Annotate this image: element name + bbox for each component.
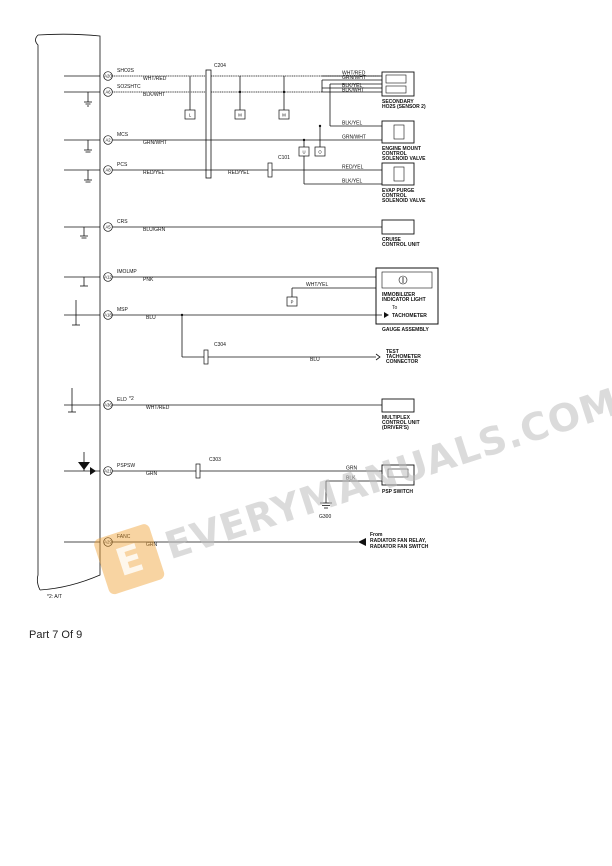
gauge-assembly: GAUGE ASSEMBLY [382, 327, 430, 333]
cruise-1: CRUISE [382, 237, 402, 243]
psp-switch: PSP SWITCH [382, 489, 413, 495]
psp-wire-1: GRN [346, 466, 358, 472]
row-mcs: A2 MCS GRN/WHT BLK/YEL GRN/WHT O U ENGIN… [64, 121, 426, 162]
evap-1: EVAP PURGE [382, 188, 415, 194]
row-crs: A5 CRS BLU/GRN CRUISE CONTROL UNIT [64, 219, 420, 248]
psp-wire-2: BLK [346, 476, 356, 482]
splice-o: O [318, 150, 322, 155]
engine-mount-3: SOLENOID VALVE [382, 156, 426, 162]
signal-crs: CRS [117, 219, 128, 225]
eld-note: *2 [129, 396, 134, 402]
row-pcs: A8 PCS RED/YEL RED/YEL C101 RED/YEL BLK/… [64, 155, 426, 204]
label-c303: C303 [209, 457, 221, 463]
evap-wire-2: BLK/YEL [342, 179, 363, 185]
wire-msp-test: BLU [310, 357, 320, 363]
signal-sho2s: SHO2S [117, 68, 135, 74]
evap-wire-1: RED/YEL [342, 165, 364, 171]
signal-msp: MSP [117, 307, 129, 313]
test-tach-3: CONNECTOR [386, 359, 419, 365]
pin-a36: A36 [104, 403, 112, 408]
label-c101: C101 [278, 155, 290, 161]
tachometer: TACHOMETER [392, 313, 427, 319]
row-msp: A18 MSP BLU C304 BLU TEST TACHOMETER CON… [64, 300, 421, 365]
wire-msp: BLU [146, 315, 156, 321]
engine-mount-2: CONTROL [382, 151, 407, 157]
wire-sho2s: WHT/RED [143, 76, 167, 82]
pin-a6: A6 [105, 90, 111, 95]
wire-eld: WHT/RED [146, 405, 170, 411]
label-c204: C204 [214, 63, 226, 69]
secondary-ho2s-sensor: WHT/RED GRN/WHT BLK/YEL BLK/WHT SECONDAR… [321, 71, 426, 126]
row-imolmp: A12 IMOLMP PNK IMMOBILIZER INDICATOR LIG… [64, 267, 439, 333]
wire-fanc: GRN [146, 542, 158, 548]
splice-m2: M [282, 113, 286, 118]
fan-from-1: From [370, 532, 383, 538]
pin-a29: A29 [104, 540, 112, 545]
test-tach-1: TEST [386, 349, 399, 355]
splice-l: L [189, 113, 192, 118]
evap-3: SOLENOID VALVE [382, 198, 426, 204]
connector-c204: C204 [205, 63, 226, 179]
pin-a5: A5 [105, 225, 111, 230]
to-tach: To [392, 305, 398, 311]
wire-mcs: GRN/WHT [143, 140, 167, 146]
wire-crs: BLU/GRN [143, 227, 166, 233]
ecm-outline [35, 33, 101, 591]
mount-wire-2: GRN/WHT [342, 135, 366, 141]
row-so2shtc: A6 SO2SHTC BLK/WHT [64, 84, 322, 107]
splice-p: P [291, 300, 294, 305]
splice-u: U [302, 150, 305, 155]
signal-imolmp: IMOLMP [117, 269, 137, 275]
test-tach-2: TACHOMETER [386, 354, 421, 360]
pin-a2: A2 [105, 138, 111, 143]
page-caption: Part 7 Of 9 [29, 629, 83, 641]
mount-wire-1: BLK/YEL [342, 121, 363, 127]
pin-a12: A12 [104, 275, 112, 280]
sensor2-name-1: SECONDARY [382, 99, 414, 105]
fan-from-3: RADIATOR FAN SWITCH [370, 544, 429, 550]
multiplex-3: (DRIVER'S) [382, 425, 409, 431]
wire-pspsw: GRN [146, 471, 158, 477]
wire-imo-wht: WHT/YEL [306, 282, 328, 288]
pin-a8: A8 [105, 168, 111, 173]
splice-drops: L M M [184, 76, 290, 120]
engine-mount-1: ENGINE MOUNT [382, 146, 421, 152]
signal-mcs: MCS [117, 132, 129, 138]
row-fanc: A29 FANC GRN From RADIATOR FAN RELAY, RA… [64, 532, 429, 550]
row-eld: A36 ELD *2 WHT/RED MULTIPLEX CONTROL UNI… [64, 388, 420, 431]
splice-m1: M [238, 113, 242, 118]
pin-a18: A18 [104, 313, 112, 318]
wire-pcs: RED/YEL [143, 170, 165, 176]
sensor2-name-2: HO2S (SENSOR 2) [382, 104, 426, 110]
ground-g300: G300 [319, 514, 331, 520]
sensor-wire-2: GRN/WHT [342, 75, 366, 81]
pin-a21: A21 [104, 469, 112, 474]
evap-2: CONTROL [382, 193, 407, 199]
immobilizer-2: INDICATOR LIGHT [382, 297, 426, 303]
wire-imolmp: PNK [143, 277, 154, 283]
watermark-logo-icon [94, 524, 165, 595]
footnote: *2: A/T [47, 594, 62, 600]
pin-a20: A20 [104, 74, 112, 79]
watermark: E EVERYMANUALS.COM [94, 380, 612, 595]
sensor-wire-4: BLK/WHT [342, 88, 364, 94]
label-c304: C304 [214, 342, 226, 348]
immobilizer-1: IMMOBILIZER [382, 292, 415, 298]
signal-eld: ELD [117, 397, 127, 403]
multiplex-1: MULTIPLEX [382, 415, 411, 421]
multiplex-2: CONTROL UNIT [382, 420, 420, 426]
signal-pcs: PCS [117, 162, 128, 168]
sensor-wire-1: WHT/RED [342, 71, 366, 77]
signal-fanc: FANC [117, 534, 131, 540]
signal-so2shtc: SO2SHTC [117, 84, 141, 90]
cruise-2: CONTROL UNIT [382, 242, 420, 248]
wire-so2shtc: BLK/WHT [143, 92, 165, 98]
row-pspsw: A21 PSPSW GRN C303 G300 GRN BLK PSP SWIT… [64, 452, 415, 520]
signal-pspsw: PSPSW [117, 463, 135, 469]
sensor-wire-3: BLK/YEL [342, 83, 363, 89]
fan-from-2: RADIATOR FAN RELAY, [370, 538, 427, 544]
wire-pcs-after: RED/YEL [228, 170, 250, 176]
